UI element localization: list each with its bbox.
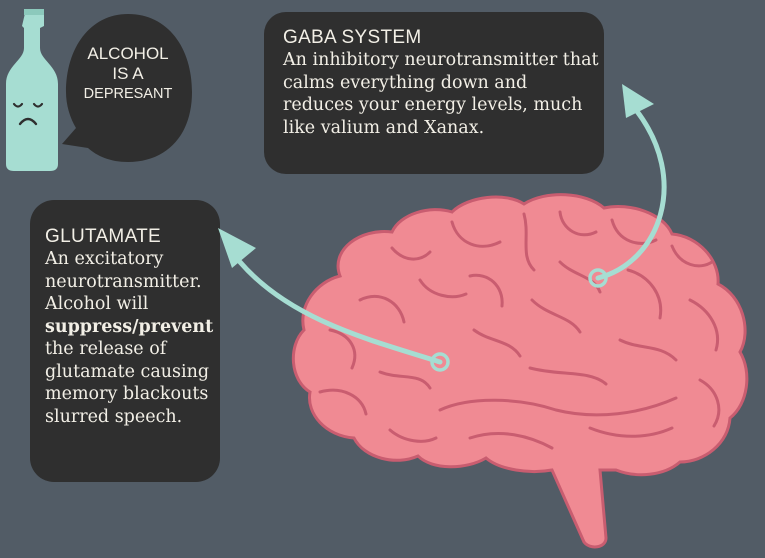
speech-bubble bbox=[62, 14, 192, 162]
gaba-body: An inhibitory neurotransmitter that calm… bbox=[283, 50, 599, 138]
sad-mouth-icon bbox=[18, 117, 38, 126]
glutamate-box bbox=[30, 200, 220, 482]
glutamate-body-bold: suppress/prevent bbox=[45, 316, 214, 337]
arrow-to-glutamate-icon bbox=[218, 228, 450, 372]
gaba-text: GABA SYSTEM An inhibitory neurotransmitt… bbox=[283, 27, 603, 139]
brain-icon bbox=[291, 193, 749, 549]
arrow-to-gaba-icon bbox=[588, 84, 667, 288]
gaba-box bbox=[264, 12, 604, 174]
bubble-line-2: IS A bbox=[112, 64, 144, 83]
bubble-line-1: ALCOHOL bbox=[87, 44, 169, 63]
glutamate-body: An excitatory neurotransmitter. Alcohol … bbox=[45, 248, 215, 428]
bottle-icon bbox=[6, 9, 58, 171]
glutamate-title: GLUTAMATE bbox=[45, 226, 162, 247]
bubble-text: ALCOHOL IS A DEPRESANT bbox=[78, 44, 178, 104]
bubble-line-3: DEPRESANT bbox=[83, 86, 173, 102]
eye-icon bbox=[32, 102, 44, 108]
glutamate-text: GLUTAMATE An excitatory neurotransmitter… bbox=[45, 226, 215, 428]
glutamate-body-part1: An excitatory neurotransmitter. Alcohol … bbox=[45, 249, 202, 314]
glutamate-body-part2: the release of glutamate causing memory … bbox=[45, 339, 210, 427]
eye-icon bbox=[12, 102, 24, 108]
gaba-title: GABA SYSTEM bbox=[283, 27, 422, 48]
